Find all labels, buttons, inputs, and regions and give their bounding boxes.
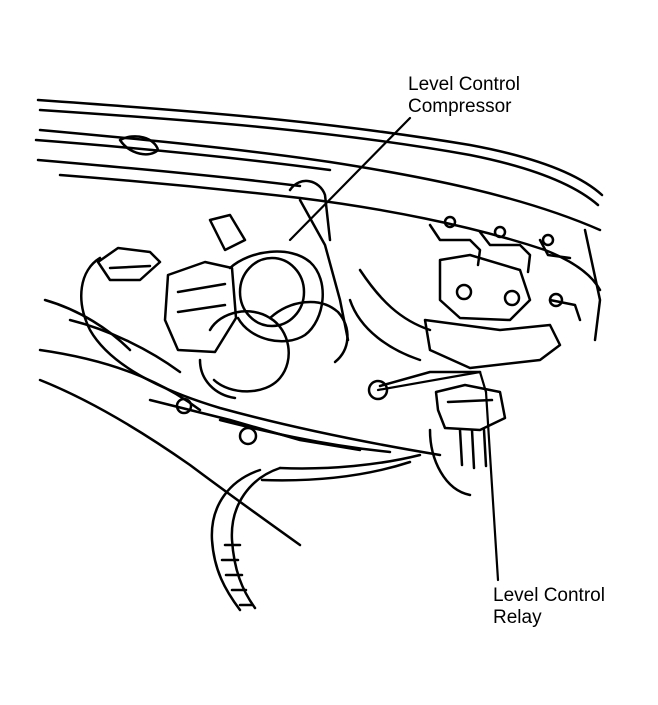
relay-label-line1: Level Control	[493, 585, 605, 606]
fasteners	[208, 213, 482, 401]
inner-fender	[38, 298, 362, 547]
compressor-leader	[288, 116, 412, 242]
compressor-assembly	[163, 179, 350, 446]
relay-bracket	[423, 215, 582, 370]
relay	[428, 383, 507, 497]
leader-lines	[288, 116, 500, 582]
left-connector	[96, 246, 162, 282]
relay-callout: Level Control Relay	[493, 585, 605, 629]
compressor-callout: Level Control Compressor	[408, 74, 520, 118]
fender-outline	[34, 98, 604, 342]
compressor-label-line1: Level Control	[408, 74, 520, 95]
wiring-harness	[80, 256, 442, 612]
relay-label-line2: Relay	[493, 607, 542, 628]
relay-leader	[484, 390, 500, 582]
compressor-label-line2: Compressor	[408, 96, 512, 117]
